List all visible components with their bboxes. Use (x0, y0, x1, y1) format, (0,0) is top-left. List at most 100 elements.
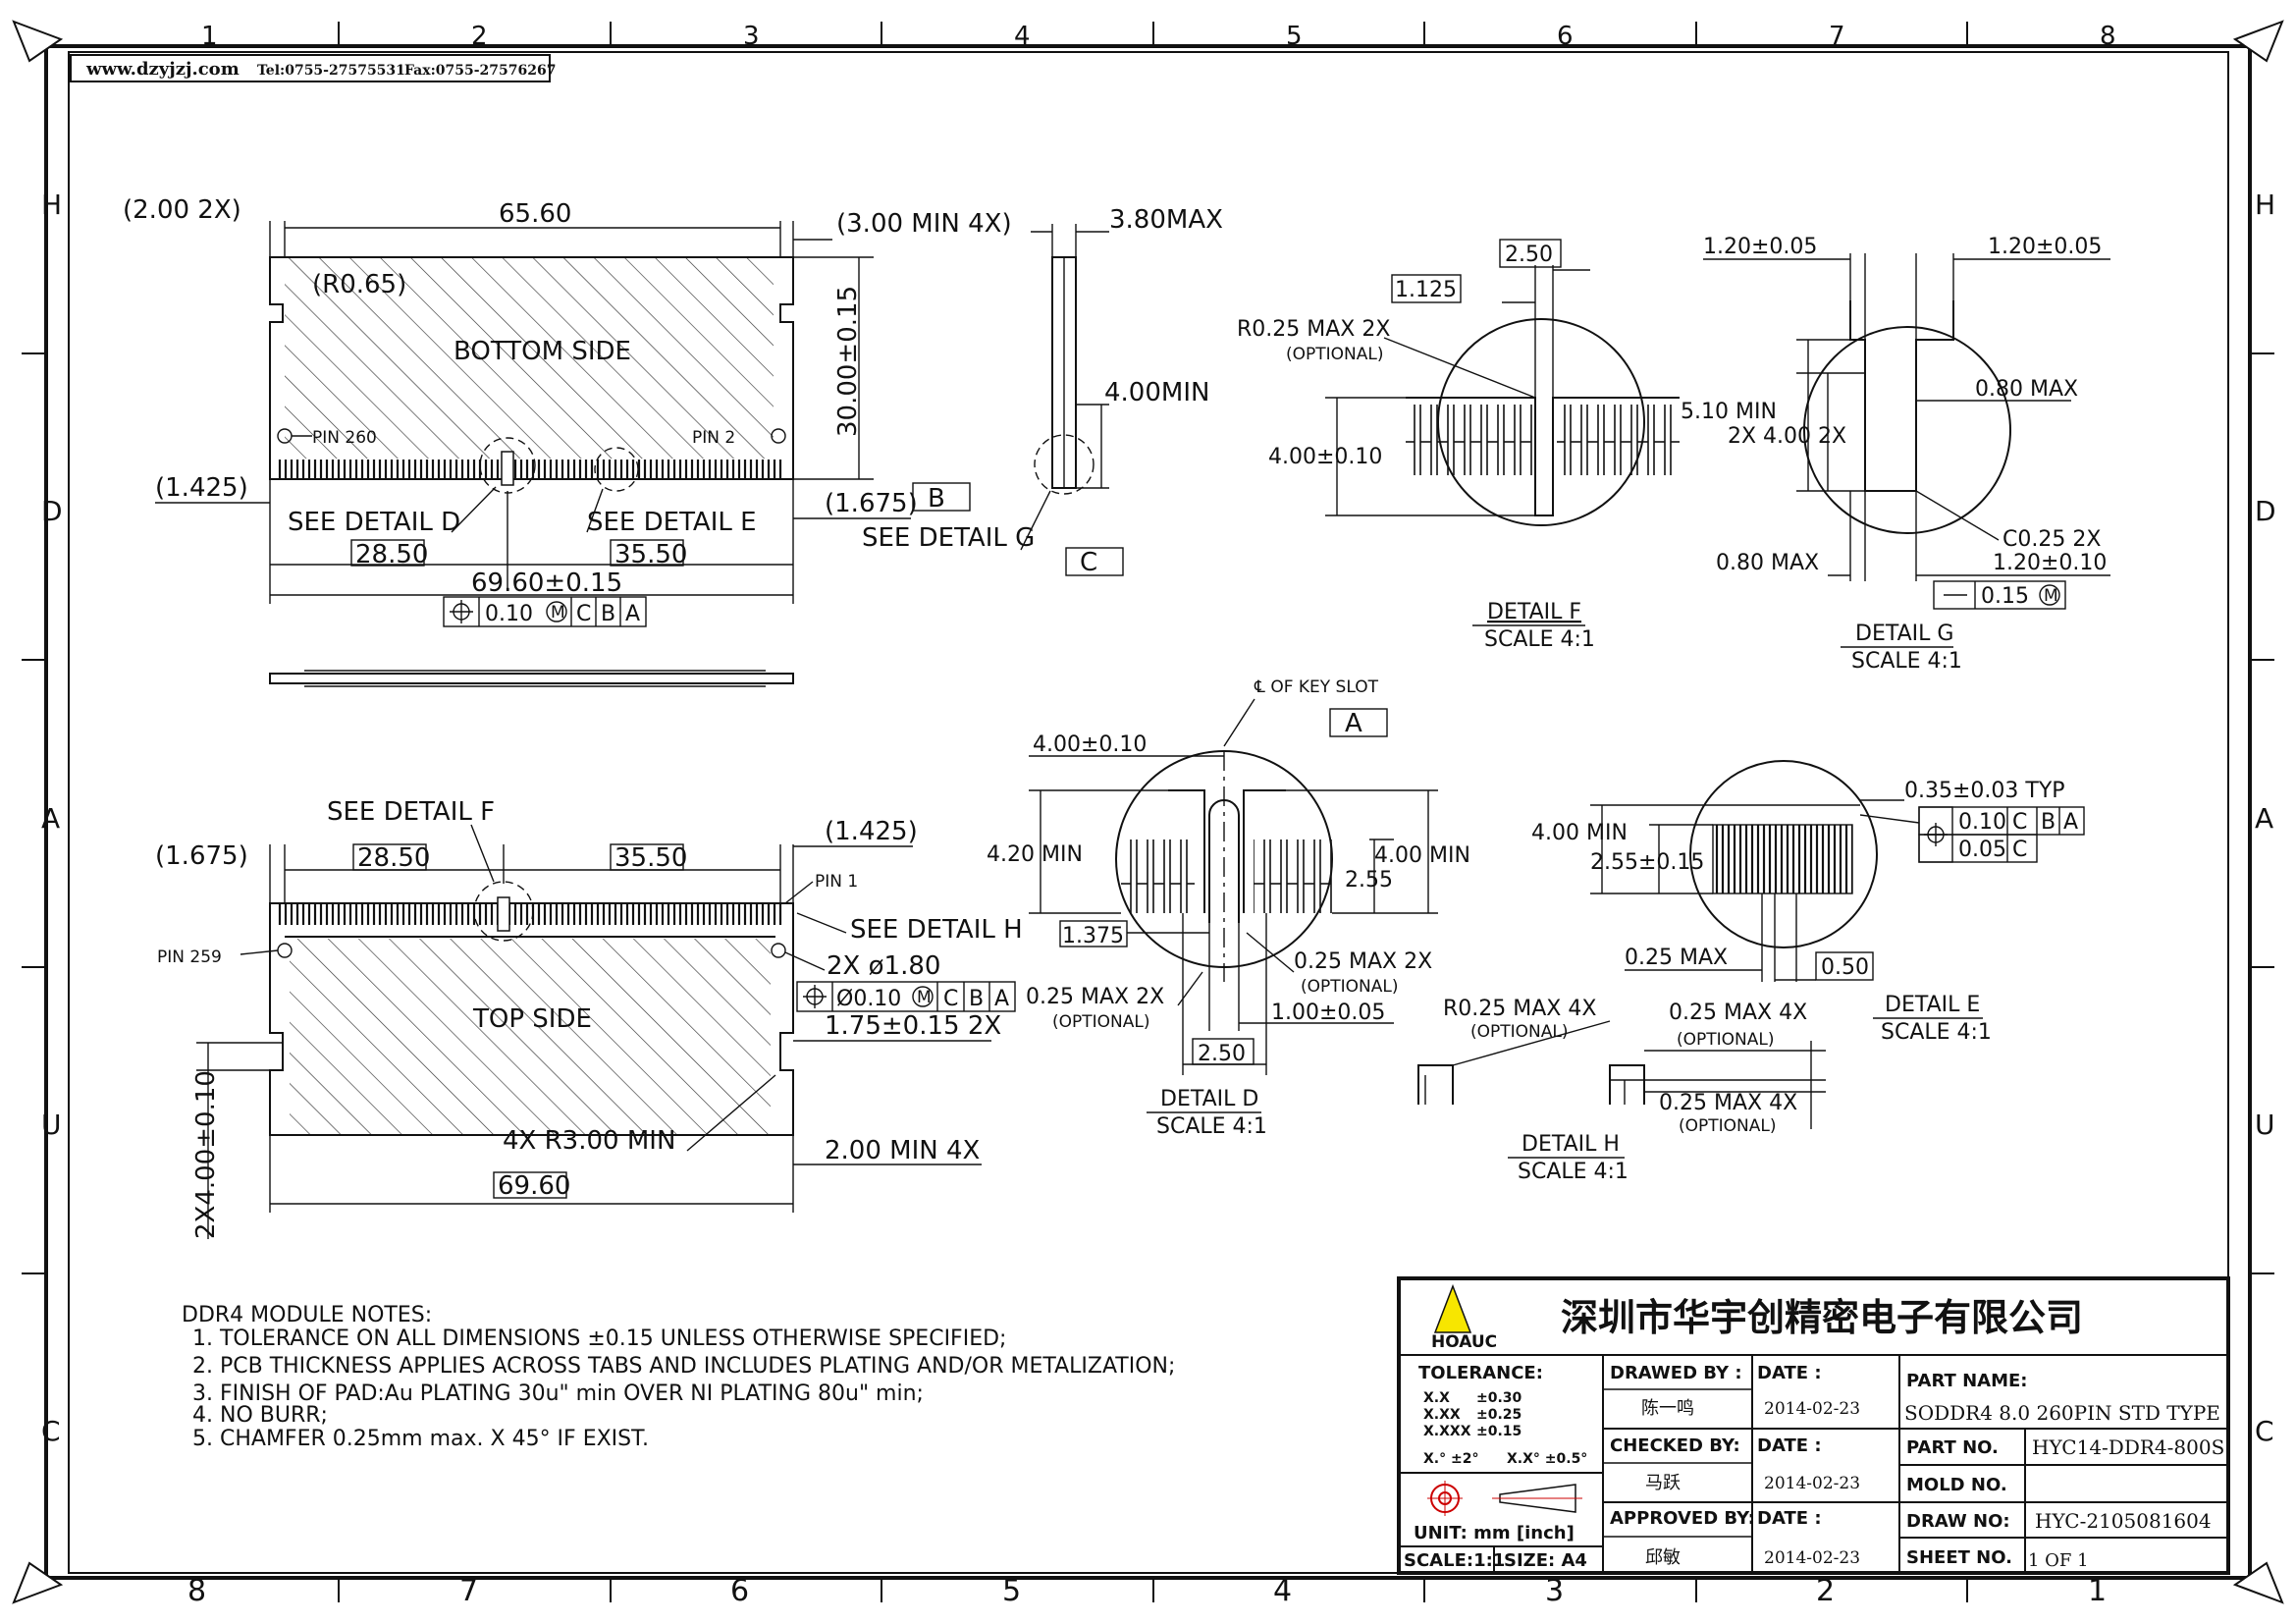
detail-g-scale: SCALE 4:1 (1851, 649, 1962, 674)
title-block-border (1397, 1276, 2230, 1575)
date-label-1: DATE : (1757, 1363, 1822, 1383)
fax-text: Fax:0755-27576267 (404, 63, 556, 79)
detail-d-pins-right (1254, 839, 1332, 913)
dim-1-75: 1.75±0.15 2X (825, 1011, 1001, 1041)
bottom-pin-row (277, 460, 783, 479)
title-block: HOAUC 深圳市华宇创精密电子有限公司 TOLERANCE: X.X ±0.3… (1397, 1276, 2230, 1575)
fcf-m: M (551, 603, 565, 623)
date-1: 2014-02-23 (1764, 1399, 1860, 1419)
note-item: 2. PCB THICKNESS APPLIES ACROSS TABS AND… (192, 1354, 1175, 1379)
approved-by-label: APPROVED BY: (1610, 1508, 1755, 1529)
col-label: 7 (459, 1574, 478, 1608)
header-strip: www.dzyjzj.com Tel:0755-27575531 Fax:075… (70, 54, 556, 82)
note-item: 5. CHAMFER 0.25mm max. X 45° IF EXIST. (192, 1427, 649, 1451)
r025-label: R0.25 MAX 4X (1443, 997, 1596, 1021)
dim-3-00-min: (3.00 MIN 4X) (836, 209, 1012, 239)
d-025-b: 0.25 MAX 4X (1659, 1091, 1797, 1115)
tol-xxx-val: ±0.15 (1476, 1424, 1522, 1439)
detail-d-scale: SCALE 4:1 (1156, 1114, 1267, 1139)
unit-label: UNIT: mm [inch] (1414, 1523, 1575, 1543)
col-label: 3 (743, 22, 760, 51)
date-label-3: DATE : (1757, 1508, 1822, 1529)
detail-g-title: DETAIL G (1855, 622, 1953, 646)
draw-no-label: DRAW NO: (1906, 1511, 2010, 1532)
detail-f-callout (473, 881, 534, 942)
sheet-no: 1 OF 1 (2028, 1550, 2089, 1571)
optional-1: (OPTIONAL) (1470, 1022, 1569, 1042)
detail-h-profile-left (1417, 1064, 1454, 1105)
corner-arrow-bl (12, 1561, 64, 1604)
fcf-c: C (576, 602, 591, 626)
col-label: 3 (1545, 1574, 1564, 1608)
col-label: 1 (2088, 1574, 2107, 1608)
fcf2-tol: 0.05 (1958, 838, 2006, 862)
col-label: 6 (730, 1574, 749, 1608)
logo-triangle (1433, 1283, 1472, 1333)
detail-e-pins (1713, 825, 1852, 893)
sheet-no-label: SHEET NO. (1906, 1547, 2012, 1568)
dim-1-675: (1.675) (825, 489, 918, 518)
d-4-20-min: 4.20 MIN (987, 842, 1083, 867)
detail-f-title: DETAIL F (1487, 600, 1581, 624)
fcf-a: A (625, 602, 640, 626)
detail-e-scale: SCALE 4:1 (1881, 1020, 1992, 1045)
detail-d-edges (1168, 789, 1286, 913)
row-label: U (41, 1109, 62, 1141)
d-025-2x-left: 0.25 MAX 2X (1026, 985, 1164, 1009)
detail-d-title: DETAIL D (1160, 1087, 1258, 1111)
dim-4-00-min: 4.00MIN (1104, 378, 1209, 407)
flat-tol: 0.15 (1981, 584, 2029, 609)
datum-b: B (928, 484, 945, 514)
d-1-20-left: 1.20±0.05 (1703, 235, 1817, 259)
tolerance-label: TOLERANCE: (1418, 1363, 1543, 1383)
company-logo: HOAUC (1431, 1283, 1497, 1352)
see-detail-e: SEE DETAIL E (587, 508, 757, 537)
pin259-hole (277, 943, 293, 958)
col-label: 7 (1829, 22, 1845, 51)
d-0-35: 0.35±0.03 TYP (1904, 779, 2065, 803)
col-label: 1 (201, 22, 218, 51)
datum-c: C (1080, 548, 1097, 577)
d-025-max: 0.25 MAX (1625, 946, 1728, 970)
col-label: 8 (187, 1574, 206, 1608)
d-1-20-right: 1.20±0.05 (1988, 235, 2102, 259)
fcf2-c: C (2012, 838, 2027, 862)
bottom-side-view: (2.00 2X) 65.60 (3.00 MIN 4X) (R0.65) BO… (123, 195, 1012, 687)
d-4-00-min: 4.00 MIN (1374, 843, 1470, 868)
module-notes: DDR4 MODULE NOTES: 1. TOLERANCE ON ALL D… (182, 1303, 1175, 1451)
part-no: HYC14-DDR4-800S (2032, 1435, 2224, 1459)
drawing-frame: 1 2 3 4 5 6 7 8 8 7 6 5 4 3 2 1 H D A U … (12, 20, 2284, 1608)
tol-xxx: X.XXX (1423, 1424, 1471, 1439)
c025-label: C0.25 2X (2002, 527, 2101, 552)
note-item: 4. NO BURR; (192, 1403, 328, 1428)
top-side-label: TOP SIDE (472, 1004, 592, 1034)
dim-35-50: 35.50 (614, 540, 687, 569)
fcf1-b: B (2041, 810, 2056, 835)
fcf-b: B (969, 987, 984, 1011)
fcf1-c: C (2012, 810, 2027, 835)
r0-65-label: (R0.65) (312, 270, 406, 299)
d-4-00: 4.00±0.10 (1033, 732, 1147, 757)
corner-arrow-tr (2232, 20, 2284, 63)
col-label: 6 (1557, 22, 1574, 51)
detail-f: 2.50 1.125 R0.25 MAX 2X (OPTIONAL) 4.00±… (1237, 239, 1680, 652)
size-label: SIZE: A4 (1504, 1550, 1587, 1571)
top-hatch (290, 939, 771, 1135)
col-label: 5 (1002, 1574, 1021, 1608)
company-name: 深圳市华宇创精密电子有限公司 (1561, 1295, 2083, 1339)
row-label: C (41, 1415, 61, 1447)
r025-label: R0.25 MAX 2X (1237, 317, 1390, 342)
optional-right: (OPTIONAL) (1301, 977, 1399, 997)
pin-259-label: PIN 259 (157, 947, 222, 967)
key-slot-label: ℄ OF KEY SLOT (1254, 677, 1379, 697)
optional: (OPTIONAL) (1286, 345, 1384, 364)
bottom-hatch (285, 257, 774, 459)
detail-e-title: DETAIL E (1885, 993, 1980, 1017)
detail-e-callout (594, 447, 639, 492)
dim-1-675-top: (1.675) (155, 841, 248, 871)
d-2-55: 2.55 (1345, 868, 1393, 893)
bottom-side-label: BOTTOM SIDE (454, 337, 631, 366)
dim-1-425-top: (1.425) (825, 817, 918, 846)
pin-1-label: PIN 1 (815, 872, 858, 892)
